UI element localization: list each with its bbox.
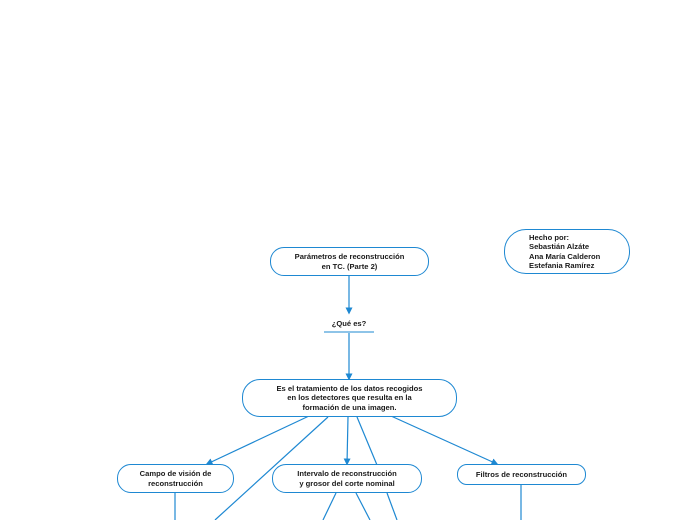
reconstruction-interval-node[interactable]: Intervalo de reconstrucción y grosor del… <box>272 464 422 493</box>
connector-interval-down-left <box>322 492 337 520</box>
topic-title-node[interactable]: Parámetros de reconstrucción en TC. (Par… <box>270 247 429 276</box>
connector-interval-down-right <box>386 492 398 520</box>
connector-definition-to-field-of-view <box>205 415 310 465</box>
connector-interval-down-mid <box>355 492 371 520</box>
connector-definition-to-filters <box>390 415 499 465</box>
field-of-view-node[interactable]: Campo de visión de reconstrucción <box>117 464 234 493</box>
credits-node[interactable]: Hecho por: Sebastián Alzáte Ana María Ca… <box>504 229 630 274</box>
question-label-node[interactable]: ¿Qué es? <box>331 318 367 328</box>
connector-definition-to-offscreen <box>214 416 329 520</box>
definition-node[interactable]: Es el tratamiento de los datos recogidos… <box>242 379 457 417</box>
connector-definition-to-interval <box>343 416 351 466</box>
connector-definition-to-interval-side <box>356 416 378 466</box>
reconstruction-filters-node[interactable]: Filtros de reconstrucción <box>457 464 586 485</box>
